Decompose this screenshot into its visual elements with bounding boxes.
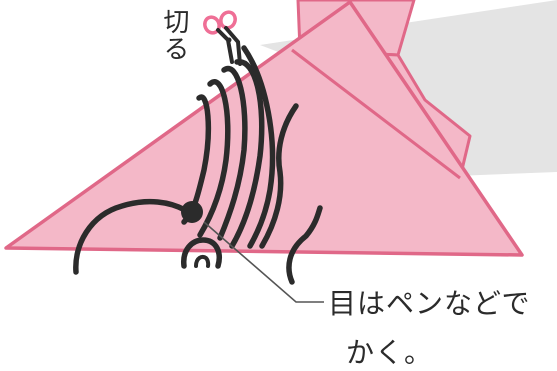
eye-note-line2: かく。 [346,336,434,369]
cut-line [259,103,299,249]
cut-line [217,65,248,241]
neck-line [286,205,323,285]
head-outline [73,198,323,285]
cut-label: 切る [159,8,189,62]
cut-line [241,45,276,249]
eye [181,201,203,223]
scissors-handle-right [219,10,237,30]
scissors-pivot [226,37,232,43]
eye-note-line1: 目はペンなどで [328,287,531,320]
cut-line [197,79,231,238]
scissors-blade-right [224,26,242,66]
scissors-icon [203,10,242,66]
leader-line [203,221,324,303]
cut-line [229,59,265,249]
scissors-handle-left [203,15,221,35]
head-line [73,198,188,275]
nose [181,237,222,269]
fold-line [291,48,461,180]
nostril [194,254,211,268]
